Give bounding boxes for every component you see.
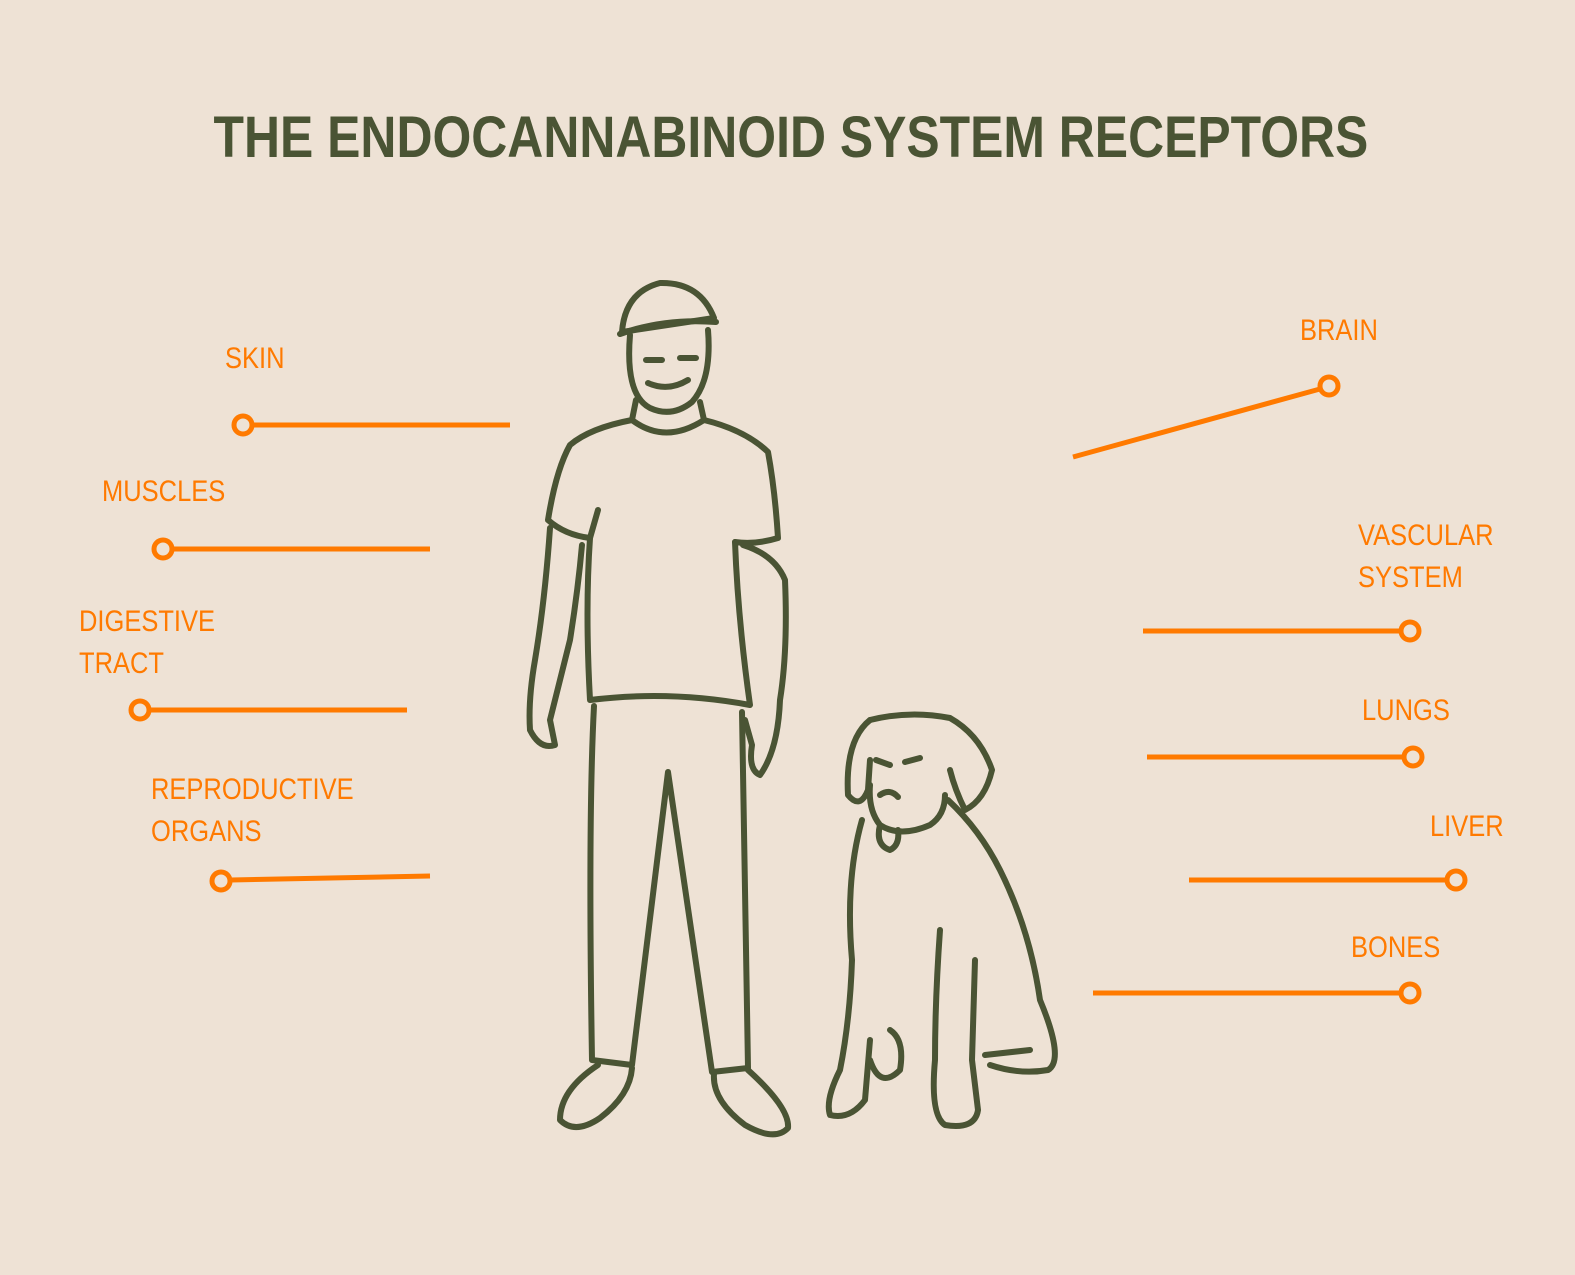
label-line: TRACT [79, 647, 164, 680]
pointer-muscles [151, 537, 430, 561]
label-digestive-tract: DIGESTIVE TRACT [79, 601, 215, 685]
label-liver: LIVER [1430, 810, 1504, 843]
label-line: SYSTEM [1358, 561, 1463, 594]
label-reproductive-organs: REPRODUCTIVE ORGANS [151, 769, 354, 853]
pointer-digestive [128, 698, 407, 722]
man-illustration [526, 279, 792, 1138]
pointer-lungs [1147, 745, 1425, 769]
label-line: VASCULAR [1358, 519, 1494, 552]
label-skin: SKIN [225, 342, 285, 375]
label-lungs: LUNGS [1362, 694, 1450, 727]
label-muscles: MUSCLES [102, 475, 226, 508]
pointer-skin [231, 413, 510, 437]
label-brain: BRAIN [1300, 314, 1378, 347]
pointer-liver [1189, 868, 1468, 892]
pointer-vascular [1143, 619, 1422, 643]
label-vascular-system: VASCULAR SYSTEM [1358, 515, 1494, 599]
pointer-lines [128, 374, 1468, 1005]
pointer-bones [1093, 981, 1422, 1005]
label-bones: BONES [1351, 931, 1441, 964]
pointer-reproductive [209, 869, 431, 893]
label-line: REPRODUCTIVE [151, 773, 354, 806]
dog-illustration [825, 711, 1058, 1129]
pointer-brain [1072, 374, 1341, 460]
label-line: ORGANS [151, 815, 262, 848]
label-line: DIGESTIVE [79, 605, 216, 638]
page-title: THE ENDOCANNABINOID SYSTEM RECEPTORS [213, 105, 1369, 170]
